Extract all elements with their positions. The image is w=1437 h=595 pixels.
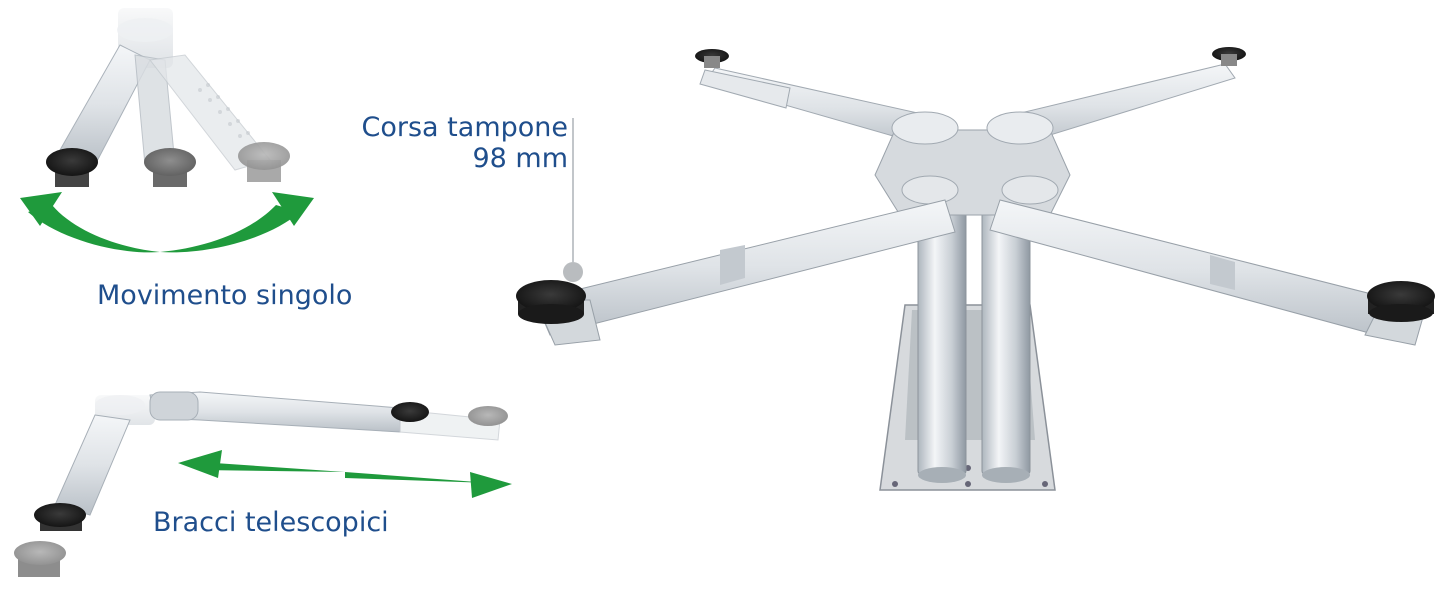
- rubber-pad-grey: [144, 148, 196, 187]
- telescopic-pad-black: [391, 402, 429, 422]
- telescopic-pad-grey: [468, 406, 508, 426]
- telescopic-arms-label: Bracci telescopici: [153, 507, 389, 538]
- arm-front-left: [534, 199, 956, 346]
- lift-pad-front-right: [1367, 281, 1435, 322]
- telescopic-arm-illustration: [14, 391, 512, 577]
- lower-pad-black: [34, 503, 86, 531]
- rubber-pad-black: [46, 148, 98, 187]
- lower-pad-grey: [14, 541, 66, 577]
- single-movement-label: Movimento singolo: [97, 280, 353, 311]
- arm-back-left: [695, 49, 941, 149]
- pad-stroke-indicator: [563, 118, 583, 282]
- lift-columns: [917, 204, 1031, 483]
- rubber-pad-light: [238, 142, 290, 182]
- pad-stroke-label: Corsa tampone 98 mm: [362, 112, 568, 174]
- pad-stroke-label-line1: Corsa tampone: [361, 112, 568, 143]
- double-straight-arrow-icon: [178, 450, 512, 498]
- single-movement-illustration: [20, 8, 314, 253]
- lift-pad-front-left: [516, 280, 586, 324]
- pad-stroke-label-line2: 98 mm: [472, 143, 568, 175]
- double-curved-arrow-icon: [20, 192, 314, 253]
- arm-front-right: [989, 199, 1426, 346]
- lift-illustration: [516, 47, 1435, 491]
- center-hub: [874, 111, 1071, 216]
